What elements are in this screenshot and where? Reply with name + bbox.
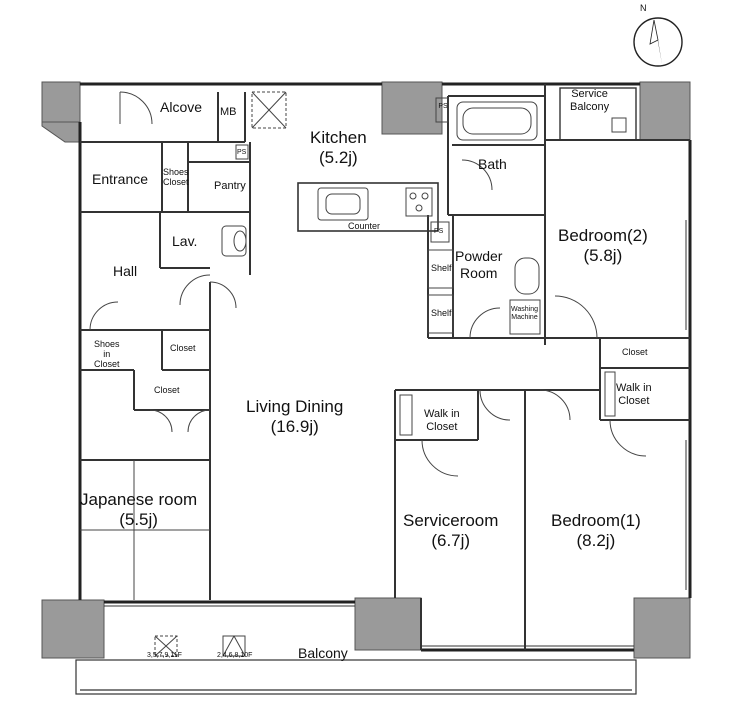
kitchen-label: Kitchen (5.2j) — [310, 128, 367, 168]
shelf-2-label: Shelf — [431, 308, 452, 318]
lav-label: Lav. — [172, 233, 198, 249]
balcony-outline — [75, 659, 637, 695]
entrance-label: Entrance — [92, 171, 149, 187]
alcove-label: Alcove — [160, 99, 203, 115]
shelf-1-label: Shelf — [431, 263, 452, 273]
service-balcony-label: Service Balcony — [570, 88, 610, 113]
interior-walls — [80, 84, 690, 650]
closet-bedroom2-label: Closet — [622, 347, 648, 357]
compass-north-label: N — [640, 3, 647, 13]
closet-japanese-label: Closet — [154, 385, 180, 395]
windows — [104, 220, 687, 647]
shoes-closet-label: Shoes Closet — [163, 167, 189, 187]
counter-label: Counter — [348, 221, 381, 231]
structural-walls — [41, 81, 691, 659]
floors-a-label: 3,5,7,9,11F — [147, 652, 182, 659]
ps-kitchen-label: PS — [237, 149, 247, 156]
fixtures — [80, 91, 627, 657]
hall-label: Hall — [113, 263, 138, 279]
closet-hall-label: Closet — [170, 343, 196, 353]
walk-in-closet-service-label: Walk in Closet — [424, 408, 460, 433]
mb-label: MB — [220, 106, 237, 118]
powder-room-label: Powder Room — [455, 248, 503, 281]
serviceroom-label: Serviceroom (6.7j) — [403, 511, 499, 551]
shoes-in-closet-label: Shoes in Closet — [94, 339, 120, 369]
living-dining-label: Living Dining (16.9j) — [246, 397, 344, 437]
ps-powder-label: PS — [434, 228, 444, 235]
ps-top-label: PS — [438, 103, 448, 110]
washing-machine-label: Washing Machine — [511, 306, 538, 321]
pantry-label: Pantry — [214, 180, 246, 192]
bedroom2-label: Bedroom(2) (5.8j) — [558, 226, 648, 266]
floors-b-label: 2,4,6,8,10F — [217, 652, 253, 659]
bedroom1-label: Bedroom(1) (8.2j) — [551, 511, 641, 551]
compass-icon — [633, 17, 683, 67]
balcony-label: Balcony — [298, 645, 348, 661]
door-swings — [89, 91, 647, 477]
japanese-room-label: Japanese room (5.5j) — [80, 490, 198, 530]
walk-in-closet-bedroom2-label: Walk in Closet — [616, 382, 652, 407]
bath-label: Bath — [478, 156, 507, 172]
